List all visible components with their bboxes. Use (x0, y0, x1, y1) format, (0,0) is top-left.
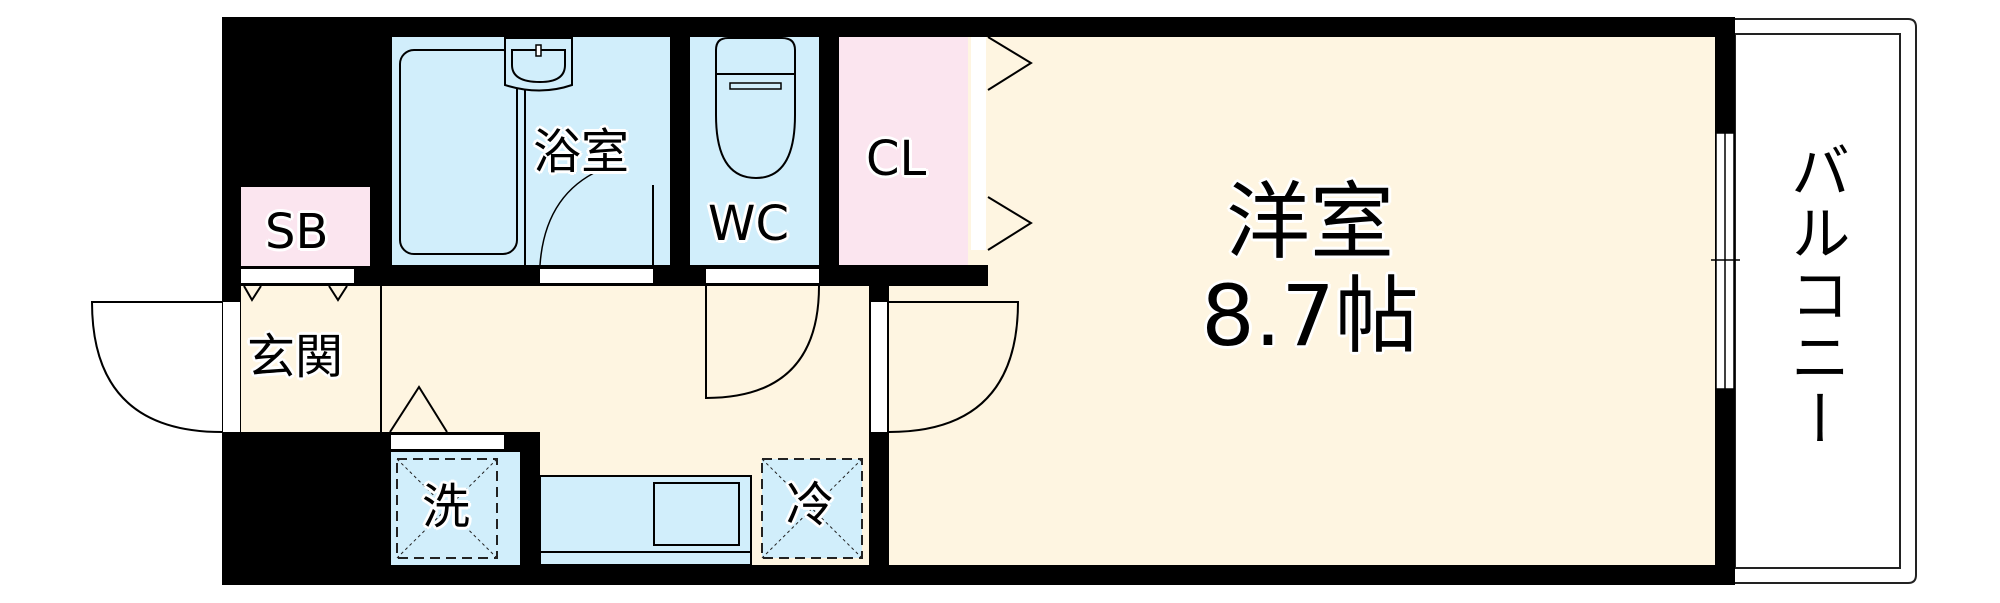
balcony (1734, 18, 1917, 584)
western-room-label: 洋室 8.7帖 (1150, 180, 1470, 358)
toilet-door (706, 269, 819, 283)
toilet-label: WC (708, 196, 789, 252)
entrance-label: 玄関 (247, 329, 344, 385)
closet-floor (839, 37, 968, 265)
bathroom-door (540, 269, 653, 283)
western-room-size: 8.7帖 (1201, 267, 1419, 365)
western-room-name: 洋室 (1225, 173, 1394, 271)
kitchen-sink (653, 482, 740, 546)
closet-label: CL (866, 131, 927, 187)
room-door (871, 302, 887, 432)
entrance-floor (241, 286, 380, 432)
washer-space (391, 452, 520, 565)
washer-label: 洗 (422, 479, 471, 535)
shoe-box (241, 187, 370, 266)
balcony-window (1711, 132, 1740, 390)
entrance-door (223, 302, 240, 432)
balcony-label: バルコニー (1780, 140, 1850, 450)
fridge-label: 冷 (786, 477, 835, 533)
fridge-space (761, 458, 863, 559)
shoe-box-label: SB (265, 204, 329, 260)
toilet-fixture (715, 37, 796, 180)
bathroom-label: 浴室 (533, 124, 630, 180)
bathtub (399, 49, 518, 255)
closet-door (971, 37, 986, 250)
